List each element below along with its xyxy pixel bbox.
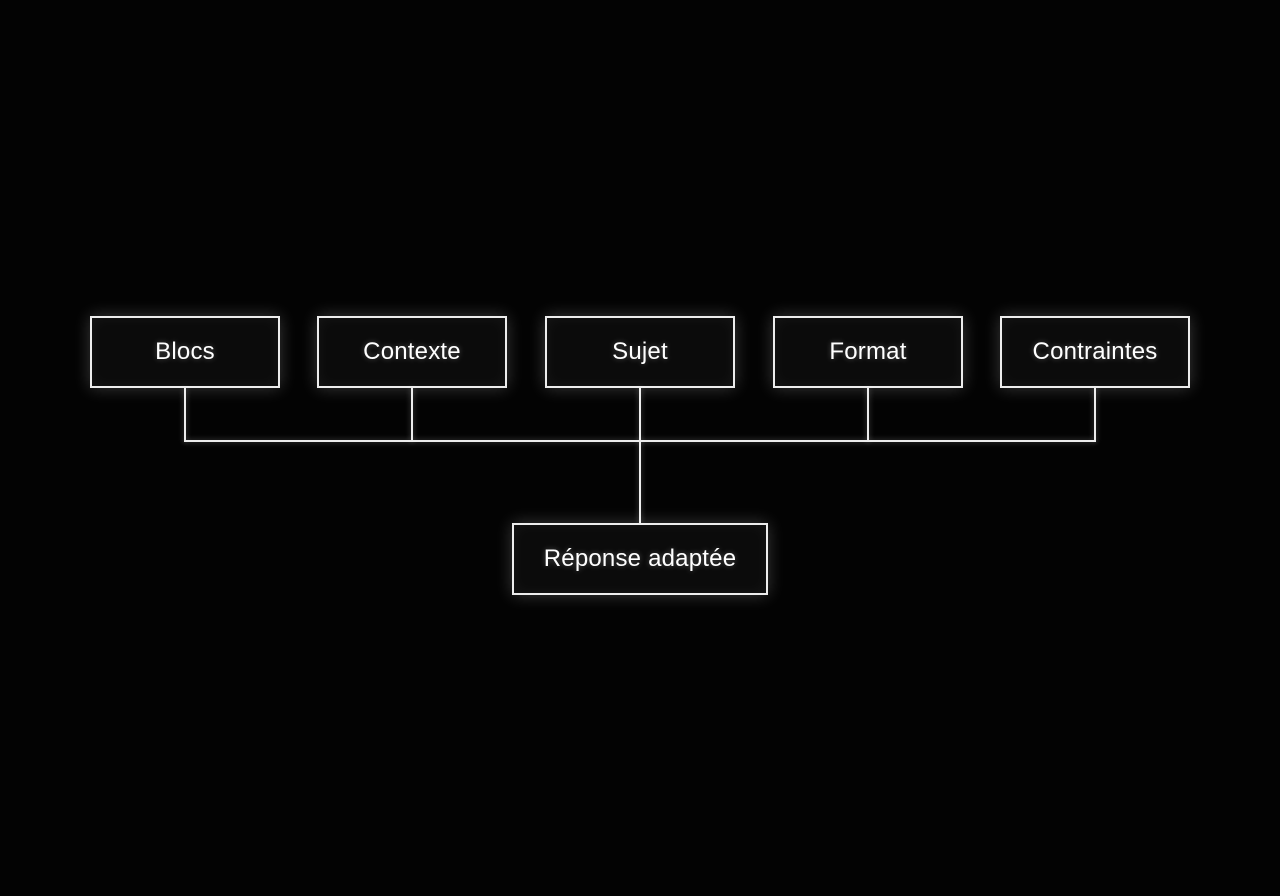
node-format: Format xyxy=(773,316,963,388)
connector-stub-format xyxy=(867,387,869,442)
node-blocs: Blocs xyxy=(90,316,280,388)
node-format-label: Format xyxy=(829,338,907,365)
node-sujet: Sujet xyxy=(545,316,735,388)
connector-stub-blocs xyxy=(184,387,186,442)
node-contraintes: Contraintes xyxy=(1000,316,1190,388)
connector-stub-contexte xyxy=(411,387,413,442)
node-contraintes-label: Contraintes xyxy=(1032,338,1158,365)
connector-stub-contraintes xyxy=(1094,387,1096,442)
connector-drop-to-output xyxy=(639,441,641,524)
node-reponse-adaptee: Réponse adaptée xyxy=(512,523,768,595)
node-blocs-label: Blocs xyxy=(155,338,215,365)
node-contexte: Contexte xyxy=(317,316,507,388)
node-contexte-label: Contexte xyxy=(363,338,461,365)
node-sujet-label: Sujet xyxy=(612,338,668,365)
node-reponse-adaptee-label: Réponse adaptée xyxy=(543,545,737,572)
connector-stub-sujet xyxy=(639,387,641,442)
